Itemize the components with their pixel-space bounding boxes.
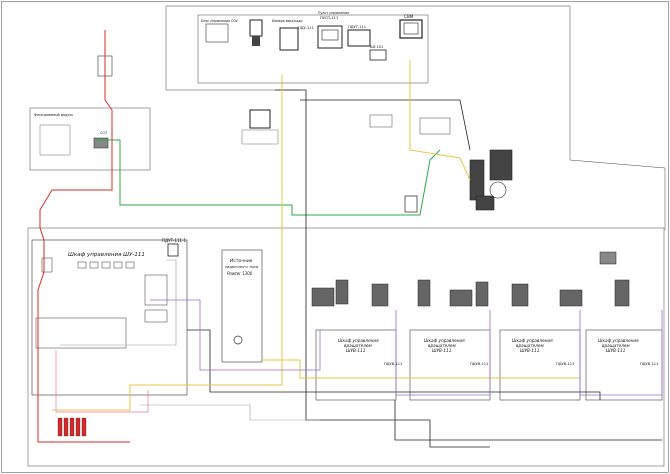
svg-text:ШУВ-111: ШУВ-111 — [606, 348, 626, 353]
svg-text:ПДУВ-111: ПДУВ-111 — [384, 362, 402, 366]
svg-text:вращателем: вращателем — [602, 343, 630, 348]
pdut-device — [347, 29, 371, 47]
label-pdu: ПДУ-111 — [298, 26, 314, 30]
svg-text:Шкаф управления: Шкаф управления — [598, 338, 639, 343]
purple-wire-1 — [150, 299, 321, 371]
rotator-device-top — [249, 109, 271, 129]
main-cabinet-title: Шкаф управления ШУ-111 — [68, 252, 145, 258]
purple-wire-3 — [579, 310, 663, 396]
source-title: Источник — [230, 258, 253, 264]
main-cabinet-pdu: ПДУТ-111-1 — [162, 238, 187, 243]
svg-text:вращателем: вращателем — [344, 343, 372, 348]
ssp-device — [93, 137, 109, 149]
sub-cabinet-2: Шкаф управления вращателем ШУВ-111 ПДУВ-… — [499, 329, 581, 401]
yellow-wire-2 — [409, 60, 471, 181]
grey-wire-1 — [60, 259, 177, 346]
label-svm: СВМ — [404, 14, 414, 19]
source-line2: сварочного тока — [225, 264, 259, 269]
svg-text:вращателем: вращателем — [428, 343, 456, 348]
source-terminal — [233, 335, 243, 345]
label-remote-model: ПУСП-111 — [320, 16, 338, 20]
svg-text:ПДУВ-111: ПДУВ-111 — [640, 362, 658, 366]
svg-text:Шкаф управления: Шкаф управления — [424, 338, 465, 343]
pdu-device-main — [167, 243, 179, 257]
black-wire-4 — [394, 400, 662, 441]
label-cameras: Камера верх/кадр — [272, 19, 303, 23]
red-wire — [37, 30, 130, 443]
label-ssp: ССП — [100, 131, 107, 135]
svg-text:Шкаф управления: Шкаф управления — [338, 338, 379, 343]
source-line3: Powter 1300 — [227, 271, 253, 276]
sub-cabinet-0: Шкаф управления вращателем ШУВ-111 ПДУВ-… — [315, 329, 402, 401]
svg-text:вращателем: вращателем — [516, 343, 544, 348]
svg-text:ШУВ-111: ШУВ-111 — [346, 348, 366, 353]
svg-text:ШУВ-111: ШУВ-111 — [520, 348, 540, 353]
pink-wire — [55, 350, 149, 413]
lower-frame — [27, 227, 665, 467]
svg-text:ПДУВ-111: ПДУВ-111 — [470, 362, 488, 366]
camera-device — [249, 19, 263, 37]
green-wire — [96, 139, 441, 216]
yellow-wire-3 — [262, 359, 580, 379]
purple-wire-2 — [395, 310, 491, 396]
bi-device — [369, 49, 387, 61]
label-left-box: Блок управления СОУ — [201, 19, 238, 23]
pusp-device — [317, 25, 343, 49]
yellow-wire-1 — [52, 75, 283, 411]
top-inner-box — [197, 14, 429, 84]
black-wire-1 — [275, 89, 490, 448]
label-bi: БИ-101 — [370, 45, 383, 49]
remote-device — [279, 27, 299, 51]
sub-cabinet-1: Шкаф управления вращателем ШУВ-111 ПДУВ-… — [409, 329, 491, 401]
grey-wire-2 — [140, 404, 320, 421]
cabinet-modules — [41, 257, 168, 323]
fuse-block — [57, 417, 87, 437]
rotators-row — [311, 251, 630, 307]
welding-unit — [469, 149, 513, 211]
svg-text:Шкаф управления: Шкаф управления — [512, 338, 553, 343]
label-small-box: Фотоприемный модуль — [34, 113, 73, 117]
label-remote: Пульт управления — [318, 11, 349, 15]
svm-monitor — [399, 19, 423, 39]
main-cabinet-box — [31, 239, 188, 396]
svg-text:ШУВ-111: ШУВ-111 — [432, 348, 452, 353]
svg-text:ПДУВ-111: ПДУВ-111 — [556, 362, 574, 366]
left-small-box — [29, 107, 151, 171]
sub-cabinet-3: Шкаф управления вращателем ШУВ-111 ПДУВ-… — [585, 329, 663, 401]
top-panel-outline — [166, 5, 666, 230]
terminal-strip — [35, 317, 127, 349]
device-box-1 — [205, 23, 229, 43]
power-source-box — [221, 249, 263, 363]
label-pdut: ПДУТ-111 — [348, 25, 366, 29]
black-wire-2 — [300, 99, 471, 151]
